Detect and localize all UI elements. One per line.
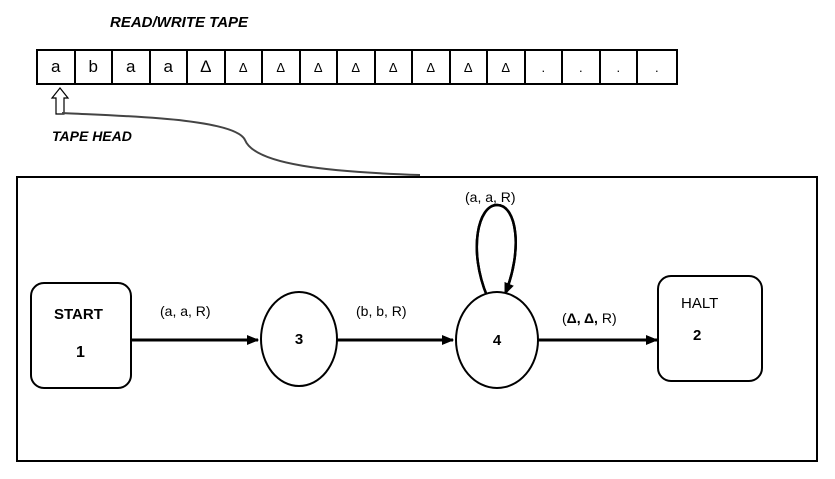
label-4-loop: (a, a, R) xyxy=(465,189,516,205)
tape-cell: . xyxy=(601,51,638,83)
tape-cell: b xyxy=(76,51,113,83)
tape-cell: Δ xyxy=(263,51,301,83)
label-3-to-4: (b, b, R) xyxy=(356,303,407,319)
state-3-number: 3 xyxy=(294,330,304,348)
tape-cell: Δ xyxy=(376,51,413,83)
tape-cell: Δ xyxy=(226,51,263,83)
tape-cell: . xyxy=(654,59,659,75)
tape-head-connector xyxy=(61,112,421,176)
state-3: 3 xyxy=(260,291,338,387)
label-4-to-halt-open: ( xyxy=(562,310,567,326)
tape-cell: a xyxy=(113,51,151,83)
tape-cell: Δ xyxy=(413,51,451,83)
tape-cell: . xyxy=(526,51,563,83)
tape-cell: a xyxy=(151,51,188,83)
label-start-to-3: (a, a, R) xyxy=(160,303,211,319)
tape-cell: Δ xyxy=(338,51,376,83)
state-halt: HALT 2 xyxy=(657,275,763,382)
label-4-to-halt-close: R) xyxy=(597,310,617,326)
state-start-title: START xyxy=(54,306,103,323)
tape-cell: Δ xyxy=(301,51,338,83)
tape-cell: . xyxy=(563,51,601,83)
state-halt-title: HALT xyxy=(681,295,719,312)
machine-frame xyxy=(16,176,818,462)
state-start: START 1 xyxy=(30,282,132,389)
tape-title: READ/WRITE TAPE xyxy=(110,14,249,31)
tape-head-arrow-icon xyxy=(50,87,70,115)
tape-cell: Δ xyxy=(188,51,226,83)
label-4-to-halt: (Δ, Δ, R) xyxy=(562,310,617,326)
state-halt-number: 2 xyxy=(693,327,702,344)
tape-head-label: TAPE HEAD xyxy=(52,128,132,144)
state-4-number: 4 xyxy=(492,331,502,349)
label-4-to-halt-delta: Δ, Δ, xyxy=(566,310,598,326)
tape-cell: Δ xyxy=(451,51,488,83)
tape-cell: Δ xyxy=(488,51,526,83)
state-start-number: 1 xyxy=(76,344,85,361)
state-4: 4 xyxy=(455,291,539,389)
tape-cell: a xyxy=(38,51,76,83)
